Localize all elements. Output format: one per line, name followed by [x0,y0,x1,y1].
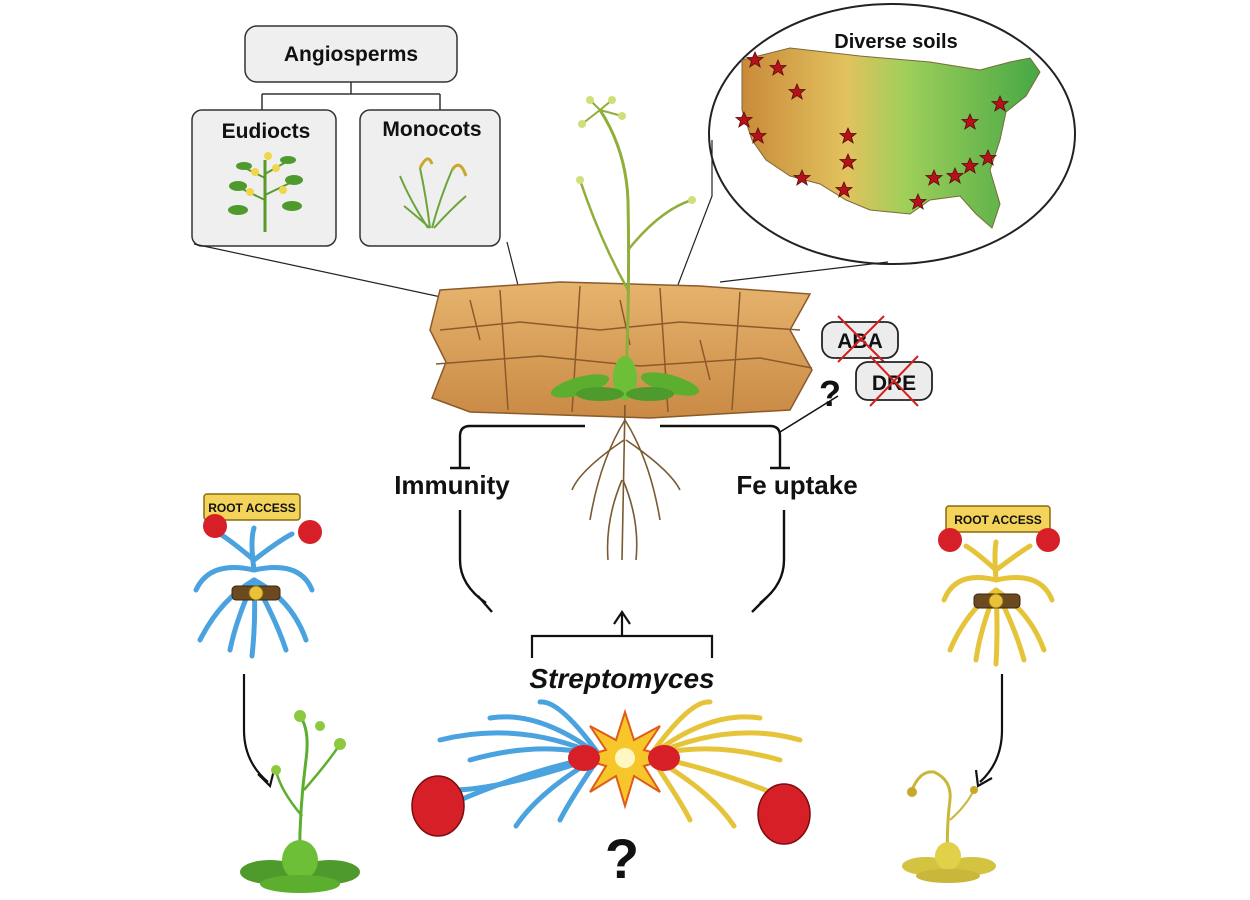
dre-box: DRE [855,355,933,407]
aba-label: ABA [837,330,883,353]
monocots-label: Monocots [382,118,481,141]
boxing-glove-icon [298,520,322,544]
eudicot-connector [193,243,456,301]
yellow-to-stunted-arrow [974,674,1004,788]
diverse-soils-map: Diverse soils [708,3,1076,265]
boxing-glove-icon [1036,528,1060,552]
yellow-streptomyces-champion: ROOT ACCESS [938,505,1060,667]
healthy-plant [240,710,360,893]
angiosperms-label: Angiosperms [284,43,418,66]
streptomyces-label: Streptomyces [529,663,714,694]
streptomyces-bracket [530,610,714,658]
boxing-glove-icon [568,745,600,771]
strain-battle [411,699,811,845]
root-system [571,404,681,561]
boxing-glove-icon [648,745,680,771]
aba-cross-icon [837,315,885,363]
stunted-plant [902,770,996,883]
feuptake-arrow-top [660,424,790,470]
eudicot-plant-icon [228,152,303,232]
eudicots-label: Eudiocts [222,120,311,143]
ticket-text-left: ROOT ACCESS [208,501,296,515]
boxing-glove-icon [938,528,962,552]
clash-core [615,748,635,768]
blue-streptomyces-champion: ROOT ACCESS [193,493,322,659]
hormone-question-mark: ? [819,373,841,414]
battle-question-mark: ? [605,827,639,890]
root-access-ticket-left [203,493,301,521]
usa-map-shape [741,47,1041,229]
aba-box: ABA [821,315,899,363]
boxing-glove-icon [757,783,811,845]
immunity-arrow-top [450,424,585,470]
boxing-glove-icon [203,514,227,538]
feuptake-inhibits-arrow [751,510,786,613]
hormone-connector [779,395,839,433]
immunity-inhibits-arrow [458,510,493,613]
map-title: Diverse soils [834,31,957,53]
root-access-ticket-right [945,505,1051,533]
dre-label: DRE [872,372,916,395]
tree-connector [261,82,441,110]
ticket-text-right: ROOT ACCESS [954,513,1042,527]
immunity-label: Immunity [394,470,510,500]
monocots-box [359,109,501,247]
map-connector-left [675,140,713,291]
dre-cross-icon [869,355,919,407]
monocot-plant-icon [399,157,468,229]
taxonomy-tree: Angiosperms Eudiocts Monocots [191,25,501,247]
blue-to-healthy-arrow [242,674,276,789]
map-connector-right [719,261,889,283]
boxing-glove-icon [411,775,465,837]
feuptake-label: Fe uptake [736,470,857,500]
central-plant [550,96,700,401]
cracked-soil [429,281,813,419]
